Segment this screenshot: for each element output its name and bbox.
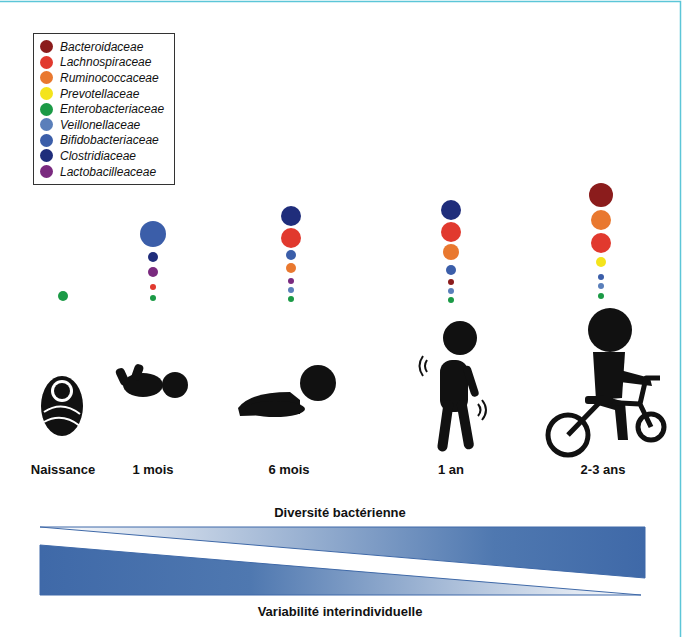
legend-swatch: [40, 165, 53, 178]
legend-swatch: [40, 103, 53, 116]
legend-row: Veillonellaceae: [40, 117, 164, 133]
legend-text: Bifidobacteriaceae: [60, 133, 159, 147]
legend-swatch: [40, 118, 53, 131]
legend-row: Bacteroidaceae: [40, 39, 164, 55]
legend: BacteroidaceaeLachnospiraceaeRuminococca…: [33, 33, 175, 185]
stage-label: 2-3 ans: [581, 462, 626, 477]
legend-text: Lactobacilleaceae: [60, 165, 156, 179]
legend-swatch: [40, 149, 53, 162]
stage-label: 1 an: [438, 462, 464, 477]
legend-text: Bacteroidaceae: [60, 40, 143, 54]
legend-text: Clostridiaceae: [60, 149, 136, 163]
legend-swatch: [40, 56, 53, 69]
legend-swatch: [40, 71, 53, 84]
stage-label: 1 mois: [132, 462, 173, 477]
legend-swatch: [40, 87, 53, 100]
legend-swatch: [40, 40, 53, 53]
legend-row: Lachnospiraceae: [40, 55, 164, 71]
legend-text: Veillonellaceae: [60, 118, 140, 132]
legend-row: Lactobacilleaceae: [40, 164, 164, 180]
legend-row: Enterobacteriaceae: [40, 101, 164, 117]
legend-row: Bifidobacteriaceae: [40, 133, 164, 149]
legend-text: Prevotellaceae: [60, 87, 139, 101]
axis-label: Diversité bactérienne: [274, 505, 406, 520]
stage-label: 6 mois: [268, 462, 309, 477]
legend-swatch: [40, 134, 53, 147]
legend-text: Ruminococcaceae: [60, 71, 159, 85]
legend-text: Lachnospiraceae: [60, 55, 151, 69]
stage-label: Naissance: [31, 462, 95, 477]
legend-row: Ruminococcaceae: [40, 70, 164, 86]
axis-label: Variabilité interindividuelle: [258, 604, 423, 619]
legend-row: Clostridiaceae: [40, 148, 164, 164]
legend-row: Prevotellaceae: [40, 86, 164, 102]
legend-text: Enterobacteriaceae: [60, 102, 164, 116]
